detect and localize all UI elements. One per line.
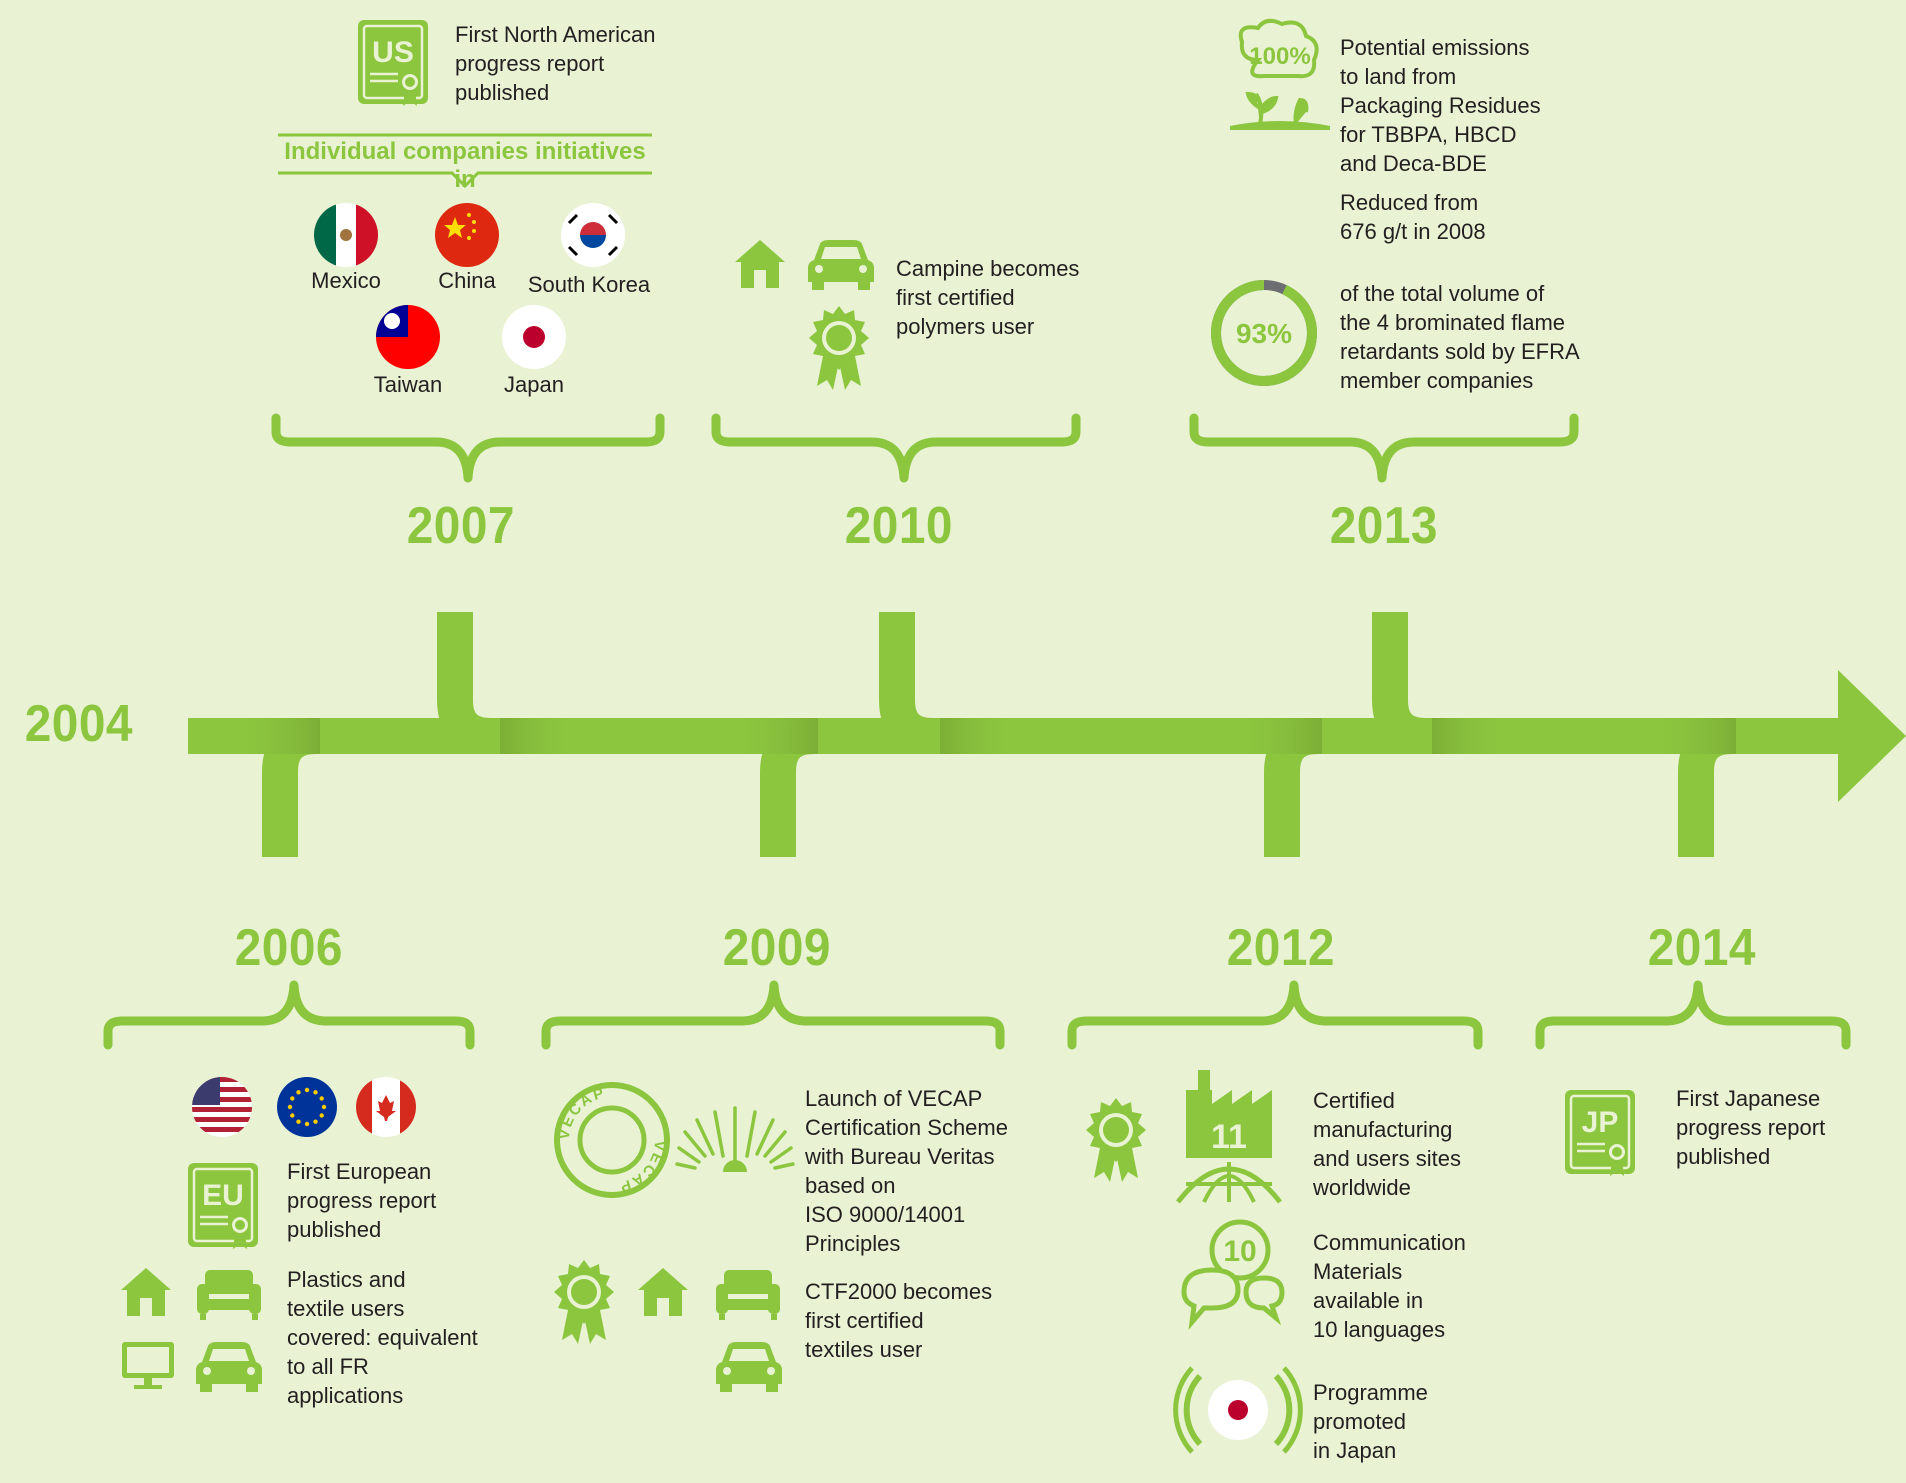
banner-underline [278, 133, 652, 189]
svg-text:100%: 100% [1249, 43, 1310, 70]
tree-sprout-icon: 100% [1230, 18, 1330, 130]
year-2007-label: 2007 [406, 497, 515, 555]
speech-bubbles-icon: 10 [1181, 1219, 1285, 1330]
brace-2010 [711, 413, 1081, 483]
sites-text: Certified manufacturing and users sites … [1313, 1088, 1461, 1200]
vecap-seal-icon: VECAP VECAP [554, 1082, 670, 1198]
brace-2012 [1067, 980, 1483, 1050]
connector-2013 [1372, 612, 1600, 754]
svg-text:11: 11 [1211, 1118, 1247, 1156]
vecap-launch-text: Launch of VECAP Certification Scheme wit… [805, 1086, 1008, 1256]
plastics-text: Plastics and textile users covered: equi… [287, 1267, 478, 1408]
flag-label-taiwan: Taiwan [373, 372, 443, 397]
japan-flag-icon [502, 305, 566, 369]
mexico-flag-icon [314, 203, 378, 267]
flag-label-china: China [438, 268, 496, 293]
us-certificate-icon: US [356, 18, 430, 108]
svg-text:JP: JP [1582, 1106, 1619, 1139]
volume-text: of the total volume of the 4 brominated … [1340, 281, 1580, 393]
sunrise-icon [675, 1106, 795, 1172]
reduced-text: Reduced from 676 g/t in 2008 [1340, 190, 1486, 244]
year-2010-label: 2010 [844, 497, 953, 555]
ctf2000-text: CTF2000 becomes first certified textiles… [805, 1279, 993, 1362]
factory-globe-icon: 11 [1176, 1070, 1282, 1204]
award-rosette-icon [1086, 1098, 1146, 1182]
car-icon [808, 240, 874, 290]
china-flag-icon [435, 203, 499, 267]
car-icon [716, 1342, 782, 1392]
connector-2012 [1232, 718, 1400, 857]
connector-2014 [1646, 718, 1830, 857]
connector-2006 [230, 718, 460, 857]
initiatives-banner: Individual companies initiatives in [284, 138, 646, 193]
jp-certificate-icon: JP [1563, 1088, 1637, 1178]
svg-text:10: 10 [1223, 1235, 1256, 1268]
japan-broadcast-icon [1173, 1366, 1303, 1454]
flag-label-mexico: Mexico [311, 268, 381, 293]
house-icon [735, 240, 785, 288]
year-2006-label: 2006 [234, 919, 343, 977]
jp-report-text: First Japanese progress report published [1676, 1086, 1826, 1169]
year-2009-label: 2009 [722, 919, 831, 977]
sofa-icon [716, 1270, 780, 1320]
connector-2009 [728, 718, 900, 857]
brace-2006 [103, 980, 475, 1050]
sofa-icon [197, 1270, 261, 1320]
emissions-text: Potential emissions to land from Packagi… [1340, 35, 1541, 176]
car-icon [196, 1342, 262, 1392]
svg-text:US: US [372, 36, 414, 69]
languages-text: Communication Materials available in 10 … [1313, 1230, 1466, 1342]
us-report-text: First North American progress report pub… [455, 22, 656, 105]
eu-flag-icon [277, 1077, 337, 1137]
award-rosette-icon [809, 306, 869, 390]
canada-flag-icon [356, 1077, 416, 1137]
brace-2007 [271, 413, 665, 483]
year-2012-label: 2012 [1226, 919, 1335, 977]
svg-text:93%: 93% [1236, 318, 1292, 349]
japan-programme-text: Programme promoted in Japan [1313, 1380, 1428, 1463]
flag-label-south-korea: South Korea [527, 272, 651, 297]
svg-text:EU: EU [202, 1179, 244, 1212]
percentage-ring-icon: 93% [1211, 280, 1317, 386]
eu-certificate-icon: EU [186, 1161, 260, 1251]
flag-label-japan: Japan [504, 372, 564, 397]
year-2014-label: 2014 [1647, 919, 1756, 977]
south-korea-flag-icon [561, 203, 625, 267]
year-2013-label: 2013 [1329, 497, 1438, 555]
house-icon [121, 1268, 171, 1316]
monitor-icon [122, 1342, 174, 1389]
eu-report-text: First European progress report published [287, 1159, 437, 1242]
connector-2007 [437, 612, 700, 754]
year-2004-label: 2004 [24, 695, 133, 753]
usa-flag-icon [192, 1077, 252, 1137]
award-rosette-icon [554, 1260, 614, 1344]
house-icon [638, 1268, 688, 1316]
brace-2009 [541, 980, 1005, 1050]
connector-2010 [879, 612, 1100, 754]
taiwan-flag-icon [376, 305, 440, 369]
campine-text: Campine becomes first certified polymers… [896, 256, 1080, 339]
brace-2014 [1535, 980, 1851, 1050]
brace-2013 [1189, 413, 1579, 483]
